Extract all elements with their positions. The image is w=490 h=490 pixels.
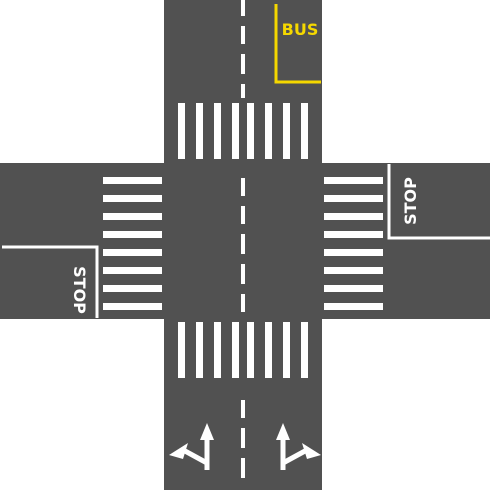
stop-line-left-outline	[2, 245, 99, 318]
crosswalk-stripe	[324, 231, 383, 238]
crosswalk-stripe	[103, 303, 162, 310]
arrow-turn-head-left	[169, 443, 188, 459]
crosswalk-stripe	[103, 177, 162, 184]
centerline-dash	[241, 84, 245, 98]
centerline-dash	[241, 178, 245, 196]
crosswalk-stripe	[247, 322, 254, 378]
crosswalk-stripe	[232, 322, 239, 378]
centerline-dash	[241, 400, 245, 418]
crosswalk-stripe	[103, 213, 162, 220]
centerline-dash	[241, 234, 245, 254]
crosswalk-stripe	[178, 103, 185, 159]
arrow-straight-head-left	[200, 423, 214, 440]
crosswalk-stripe	[301, 103, 308, 159]
crosswalk-left	[103, 177, 162, 310]
crosswalk-stripe	[324, 249, 383, 256]
crosswalk-stripe	[324, 177, 383, 184]
crosswalk-stripe	[283, 322, 290, 378]
crosswalk-stripe	[324, 267, 383, 274]
crosswalk-stripe	[196, 322, 203, 378]
stop-line-left: STOP	[2, 245, 99, 318]
centerline-dash	[241, 54, 245, 74]
crosswalk-top	[178, 103, 308, 159]
crosswalk-stripe	[324, 213, 383, 220]
crosswalk-stripe	[103, 267, 162, 274]
bus-label: BUS	[282, 20, 319, 39]
crosswalk-stripe	[247, 103, 254, 159]
arrow-turn-shaft-right	[281, 448, 307, 466]
crosswalk-stripe	[265, 103, 272, 159]
arrow-turn-head-right	[302, 443, 321, 459]
crosswalk-stripe	[301, 322, 308, 378]
crosswalk-stripe	[283, 103, 290, 159]
crosswalk-stripe	[265, 322, 272, 378]
stop-label-right: STOP	[401, 177, 420, 225]
stop-line-right-outline	[387, 164, 490, 240]
bus-stop-outline	[274, 4, 321, 84]
crosswalk-stripe	[232, 103, 239, 159]
crosswalk-right	[324, 177, 383, 310]
crosswalk-stripe	[103, 249, 162, 256]
arrow-straight-head-right	[276, 423, 290, 440]
stop-line-right: STOP	[387, 164, 490, 240]
crosswalk-bottom	[178, 322, 308, 378]
crosswalk-stripe	[324, 303, 383, 310]
centerline-dash	[241, 458, 245, 478]
centerline-dash	[241, 428, 245, 448]
crosswalk-stripe	[324, 285, 383, 292]
bus-stop-marking: BUS	[274, 4, 321, 84]
crosswalk-stripe	[324, 195, 383, 202]
straight-and-right-arrow-icon	[276, 423, 321, 470]
centerline	[241, 0, 245, 478]
crosswalk-stripe	[103, 285, 162, 292]
straight-and-left-arrow-icon	[169, 423, 214, 470]
centerline-dash	[241, 206, 245, 224]
stop-label-left: STOP	[70, 266, 89, 314]
centerline-dash	[241, 26, 245, 44]
crosswalk-stripe	[178, 322, 185, 378]
crosswalk-stripe	[214, 322, 221, 378]
centerline-dash	[241, 0, 245, 16]
arrow-turn-shaft-left	[183, 448, 209, 466]
crosswalk-stripe	[196, 103, 203, 159]
centerline-dash	[241, 294, 245, 312]
centerline-dash	[241, 264, 245, 284]
crosswalk-stripe	[103, 195, 162, 202]
crosswalk-stripe	[103, 231, 162, 238]
crosswalk-stripe	[214, 103, 221, 159]
